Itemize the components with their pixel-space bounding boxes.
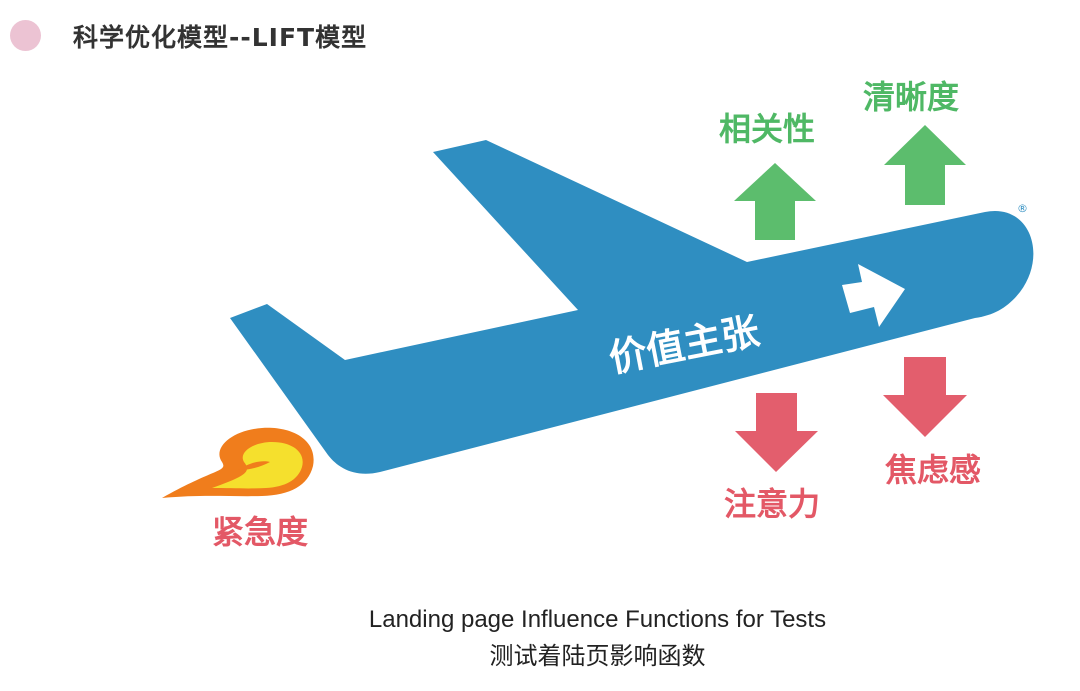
- urgency-label: 紧急度: [212, 513, 308, 551]
- airplane-shape: [230, 140, 1034, 474]
- bullet-dot: [10, 20, 41, 51]
- flame-core-icon: [238, 461, 270, 470]
- clarity-label: 清晰度: [863, 78, 959, 116]
- distraction-down-arrow-icon: [735, 393, 818, 472]
- registered-mark: ®: [1017, 202, 1028, 215]
- page-title: 科学优化模型--LIFT模型: [73, 23, 368, 52]
- caption-english: Landing page Influence Functions for Tes…: [368, 606, 827, 633]
- relevance-up-arrow-icon: [734, 163, 816, 240]
- clarity-up-arrow-icon: [884, 125, 966, 205]
- forward-arrow-icon: [842, 264, 905, 327]
- anxiety-label: 焦虑感: [885, 451, 981, 489]
- distraction-label: 注意力: [724, 485, 820, 523]
- caption-chinese: 测试着陆页影响函数: [489, 642, 706, 670]
- anxiety-down-arrow-icon: [883, 357, 967, 437]
- relevance-label: 相关性: [719, 110, 815, 148]
